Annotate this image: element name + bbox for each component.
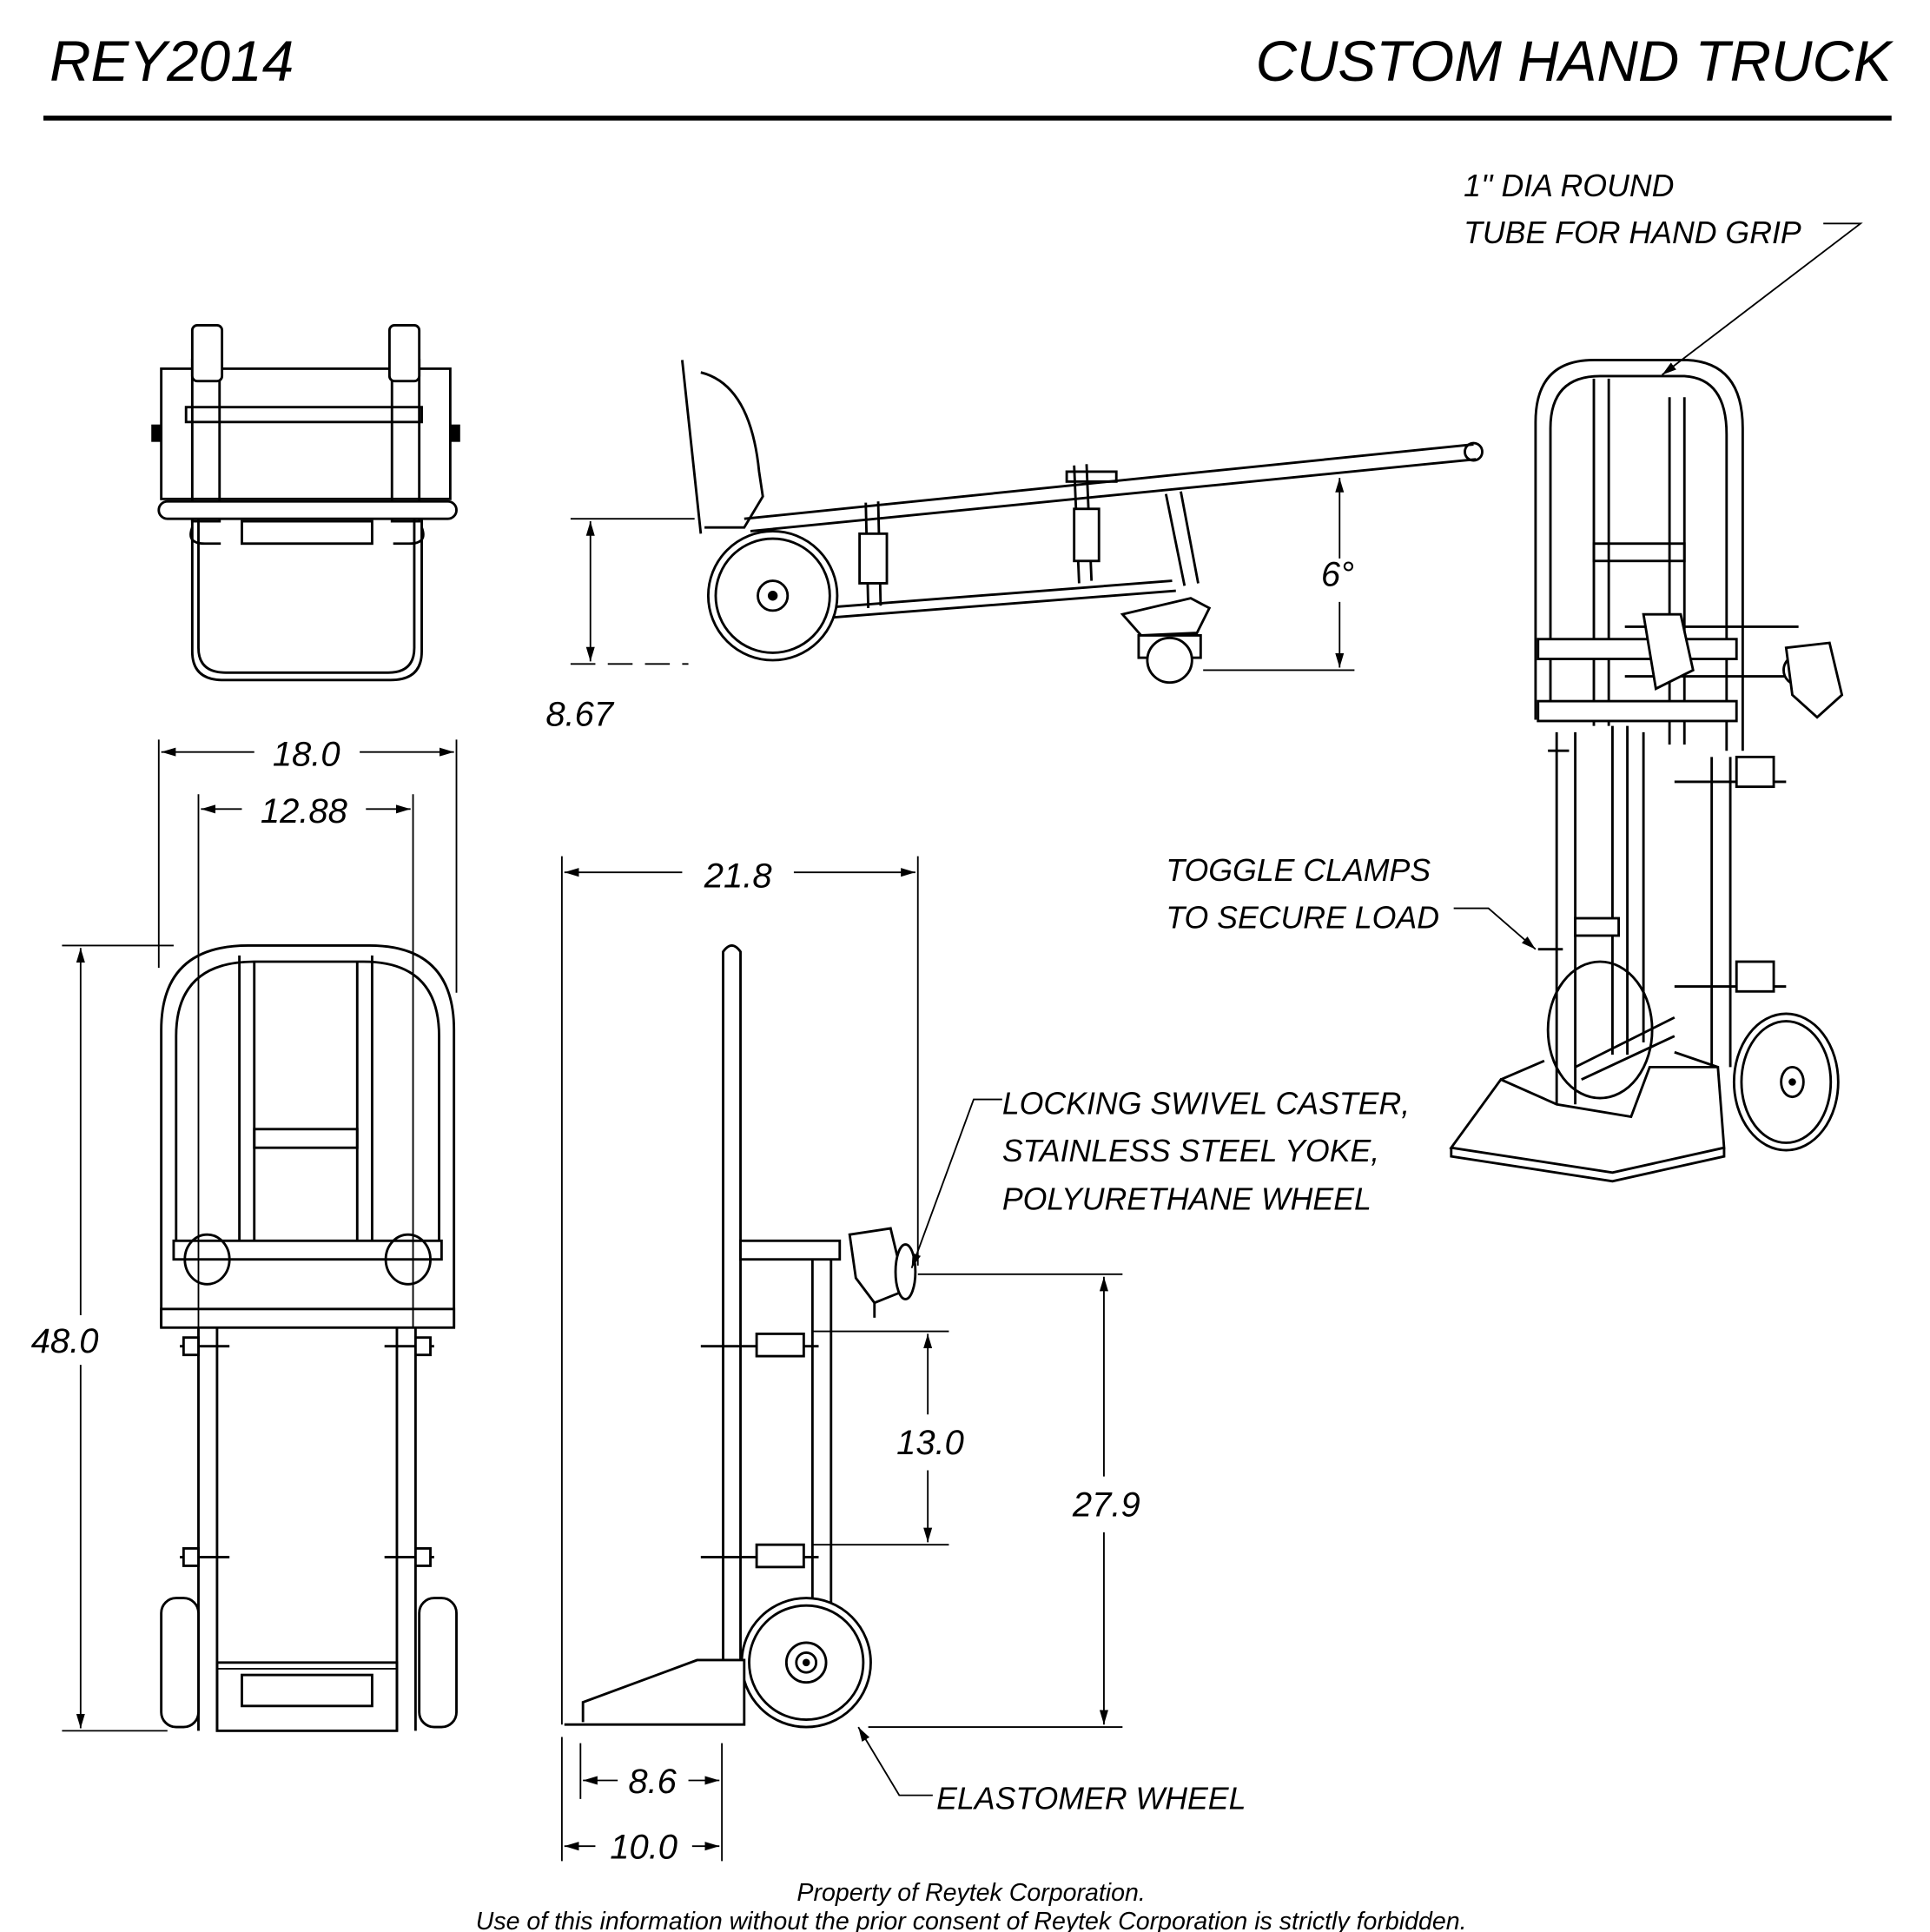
front-view (62, 739, 458, 1732)
dim-toe-plate-depth: 8.6 (628, 1763, 677, 1801)
toggle-clamps-note-line1: TOGGLE CLAMPS (1166, 853, 1431, 888)
caster-leader (910, 1098, 1002, 1269)
side-view (560, 856, 1123, 1862)
dim-base-depth: 10.0 (610, 1828, 677, 1866)
dim-overall-width: 18.0 (273, 735, 340, 773)
caster-note-line1: LOCKING SWIVEL CASTER, (1002, 1087, 1410, 1121)
hand-grip-note-line1: 1'' DIA ROUND (1464, 169, 1674, 203)
drawing-number: REY2014 (50, 30, 294, 93)
dim-reclined-angle: 6° (1321, 555, 1354, 593)
dim-reclined-height: 8.67 (545, 696, 615, 734)
wheel-leader (857, 1726, 933, 1796)
hand-grip-leader (1661, 222, 1863, 376)
toggle-clamps-leader (1453, 907, 1537, 950)
reclined-view (570, 360, 1484, 685)
caster-note-line2: STAINLESS STEEL YOKE, (1002, 1134, 1379, 1168)
footer-property: Property of Reytek Corporation. (796, 1879, 1145, 1907)
toggle-clamps-note-line2: TO SECURE LOAD (1166, 900, 1439, 935)
wheel-note: ELASTOMER WHEEL (936, 1781, 1246, 1816)
top-view (151, 323, 460, 682)
footer-disclaimer: Use of this information without the prio… (476, 1908, 1467, 1932)
dim-overall-depth: 21.8 (704, 857, 772, 895)
isometric-view (1449, 358, 1844, 1183)
dim-caster-height: 27.9 (1072, 1485, 1140, 1524)
caster-note-line3: POLYURETHANE WHEEL (1002, 1182, 1371, 1217)
dim-overall-height: 48.0 (31, 1322, 99, 1360)
hand-grip-note-line2: TUBE FOR HAND GRIP (1464, 215, 1801, 250)
drawing-title: CUSTOM HAND TRUCK (1256, 30, 1894, 93)
dim-clamp-spacing: 13.0 (896, 1424, 964, 1462)
dim-inner-width: 12.88 (261, 792, 347, 830)
